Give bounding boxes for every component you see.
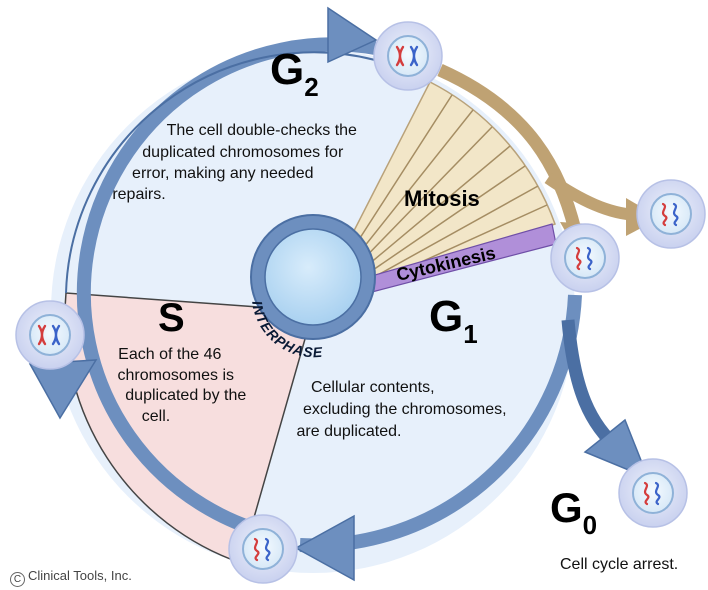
interphase-core — [265, 229, 361, 325]
g0-title: G0 — [550, 484, 597, 540]
cell-icon-g1 — [551, 224, 619, 292]
credit-text: Clinical Tools, Inc. — [28, 568, 132, 583]
cell-icon-g2 — [374, 22, 442, 90]
mitosis-label: Mitosis — [404, 186, 480, 211]
cell-icon-g0 — [619, 459, 687, 527]
g0-description: Cell cycle arrest. — [560, 556, 678, 573]
s-title: S — [158, 296, 185, 340]
cell-icon-mitosis-daughter — [637, 180, 705, 248]
copyright-icon: C — [10, 572, 25, 587]
cell-icon-s — [16, 301, 84, 369]
cell-icon-bottom — [229, 515, 297, 583]
